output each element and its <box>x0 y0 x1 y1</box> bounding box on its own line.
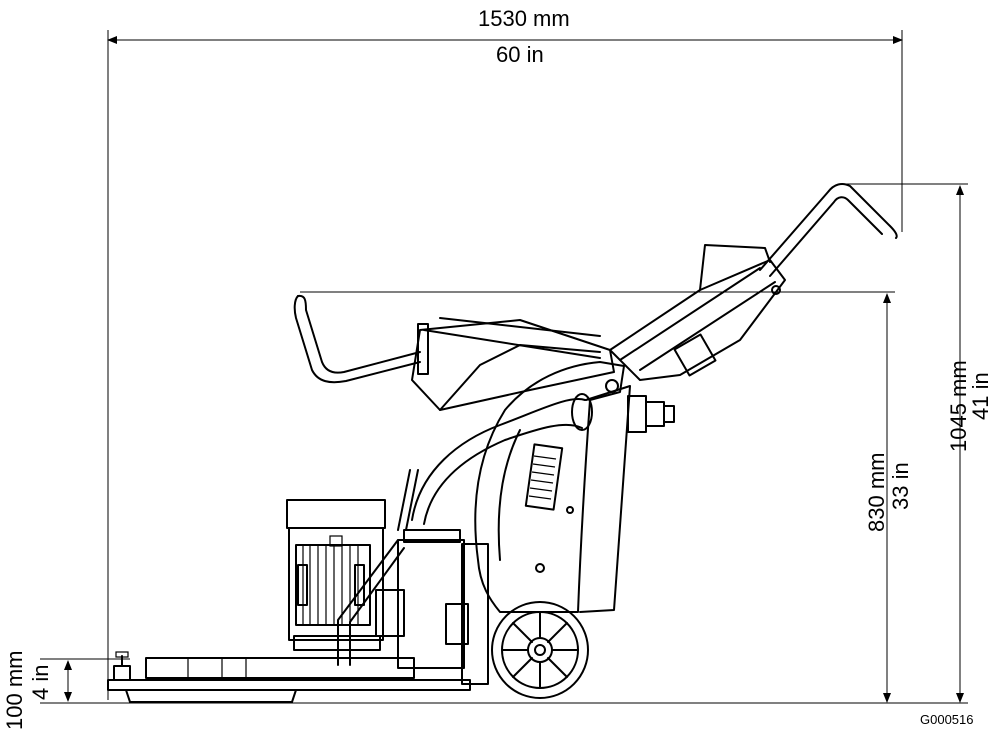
base-height-dimension-line <box>40 658 130 702</box>
wheel <box>491 601 589 699</box>
power-connector <box>627 395 675 433</box>
total-height-mm-label: 1045 mm <box>946 360 971 452</box>
motor <box>286 499 386 651</box>
base-height-mm-label: 100 mm <box>2 650 27 730</box>
handle-folded <box>293 294 615 411</box>
grinding-head <box>107 651 471 703</box>
handle-height-in-label: 33 in <box>888 462 913 510</box>
vacuum-hose <box>411 393 593 525</box>
length-dimension-line <box>107 30 903 700</box>
length-in-label: 60 in <box>496 42 544 67</box>
handle-height-mm-label: 830 mm <box>864 452 889 532</box>
handle-height-dimension-line <box>300 291 895 703</box>
total-height-in-label: 41 in <box>968 372 989 420</box>
total-height-dimension-line <box>840 183 968 703</box>
machine-body <box>474 361 631 613</box>
base-height-in-label: 4 in <box>28 664 53 700</box>
handle-raised <box>609 183 898 381</box>
frame <box>337 469 489 685</box>
figure-code: G000516 <box>920 712 974 727</box>
length-mm-label: 1530 mm <box>478 6 570 31</box>
